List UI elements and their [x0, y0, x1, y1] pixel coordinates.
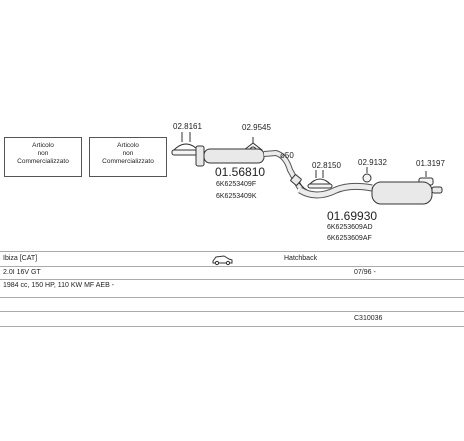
not-available-note-1: Articolo non Commercializzato [4, 137, 82, 177]
system-code: C310036 [354, 315, 383, 322]
clamp-mid-icon [307, 170, 333, 189]
rear-silencer-number: 01.69930 [327, 209, 377, 223]
hanger-icon [362, 167, 372, 183]
rear-silencer-icon [290, 174, 443, 205]
vehicle-model: Ibiza [CAT] [3, 255, 38, 262]
rear-silencer-oem-1: 6K6253609AD [327, 224, 373, 231]
info-row-3: 1984 cc, 150 HP, 110 KW MF AEB - [0, 279, 464, 298]
note-1-line-3: Commercializzato [17, 158, 69, 165]
info-row-2: 2.0I 16V GT 07/96 - [0, 266, 464, 280]
note-2-line-1: Articolo [117, 142, 139, 149]
info-row-5: C310036 [0, 311, 464, 327]
vehicle-date: 07/96 - [354, 269, 376, 276]
vehicle-engine: 2.0I 16V GT [3, 269, 41, 276]
rubber-label: 01.3197 [416, 159, 445, 168]
rear-silencer-oem-2: 6K6253609AF [327, 235, 372, 242]
info-row-1: Ibiza [CAT] Hatchback [0, 251, 464, 267]
gasket-label: 02.9545 [242, 123, 271, 132]
note-1-line-1: Articolo [32, 142, 54, 149]
note-1-line-2: non [37, 150, 49, 157]
note-2-line-2: non [122, 150, 134, 157]
front-pipe-oem-1: 6K6253409F [216, 181, 256, 188]
clamp-left-label: 02.8161 [173, 122, 202, 131]
front-pipe-number: 01.56810 [215, 165, 265, 179]
note-2-line-3: Commercializzato [102, 158, 154, 165]
front-pipe-icon [195, 145, 303, 190]
hanger-label: 02.9132 [358, 158, 387, 167]
vehicle-specs: 1984 cc, 150 HP, 110 KW MF AEB - [3, 282, 115, 289]
vehicle-body: Hatchback [284, 255, 318, 262]
not-available-note-2: Articolo non Commercializzato [89, 137, 167, 177]
car-icon [212, 255, 233, 266]
clamp-mid-label: 02.8150 [312, 161, 341, 170]
front-pipe-oem-2: 6K6253409K [216, 193, 257, 200]
diameter-label: ø50 [280, 151, 294, 160]
info-row-4 [0, 297, 464, 312]
